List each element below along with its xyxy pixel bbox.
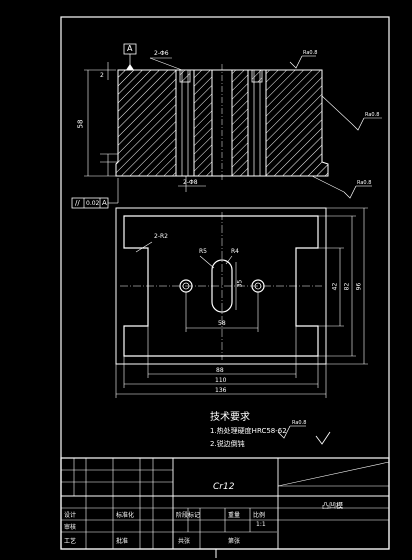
tb-weight: 重量 — [228, 512, 241, 519]
hole-note-bottom: 2-Φ8 — [183, 179, 198, 186]
tb-check: 审核 — [64, 524, 77, 531]
tb-approve: 批准 — [116, 538, 129, 545]
title-block-grid — [60, 457, 390, 550]
tech-req-line1: 1.热处理硬度HRC58-62 — [210, 427, 287, 435]
dim-height-total: 58 — [76, 119, 85, 129]
dim-mid-width: 110 — [215, 377, 227, 384]
tb-design: 设计 — [64, 512, 77, 519]
corner-radius-label: 2-R2 — [154, 233, 168, 240]
dim-total-width: 136 — [215, 387, 227, 394]
tb-mark: 阶段标记 — [176, 512, 201, 519]
material-label: Cr12 — [213, 482, 235, 492]
plan-view — [115, 207, 368, 398]
tolerance-value: 0.02 — [86, 200, 100, 207]
tech-req-line2: 2.锐边倒钝 — [210, 440, 245, 448]
dim-inner-width: 88 — [216, 367, 224, 374]
dim-v1: 42 — [331, 282, 339, 291]
dim-height-small: 2 — [100, 72, 104, 79]
tb-craft: 工艺 — [64, 538, 77, 545]
tb-scale: 比例 — [253, 512, 266, 519]
roughness-top: Ra0.8 — [303, 50, 318, 56]
tb-sheets: 共张 — [178, 538, 191, 545]
radius-right-label: R4 — [231, 248, 239, 255]
section-view — [71, 43, 382, 209]
scale-value: 1:1 — [256, 521, 266, 528]
dim-v3: 96 — [355, 282, 363, 291]
dim-v2: 82 — [343, 282, 351, 291]
tb-sheet: 第张 — [228, 538, 241, 545]
part-name: 凸凹模 — [322, 502, 343, 510]
roughness-bottom: Ra0.8 — [357, 180, 372, 186]
hole-note-top: 2-Φ6 — [154, 50, 169, 57]
radius-left-label: R5 — [199, 248, 207, 255]
roughness-right: Ra0.8 — [365, 112, 380, 118]
dim-hole-spacing: 58 — [218, 320, 226, 327]
dim-slot-width: 35 — [236, 279, 244, 288]
datum-label: A — [127, 44, 133, 53]
tech-req-roughness: Ra0.8 — [292, 420, 307, 426]
tech-req-title: 技术要求 — [210, 412, 250, 423]
tb-std: 标准化 — [116, 512, 135, 519]
tolerance-symbol: // — [75, 199, 80, 207]
tolerance-datum: A — [102, 199, 107, 207]
